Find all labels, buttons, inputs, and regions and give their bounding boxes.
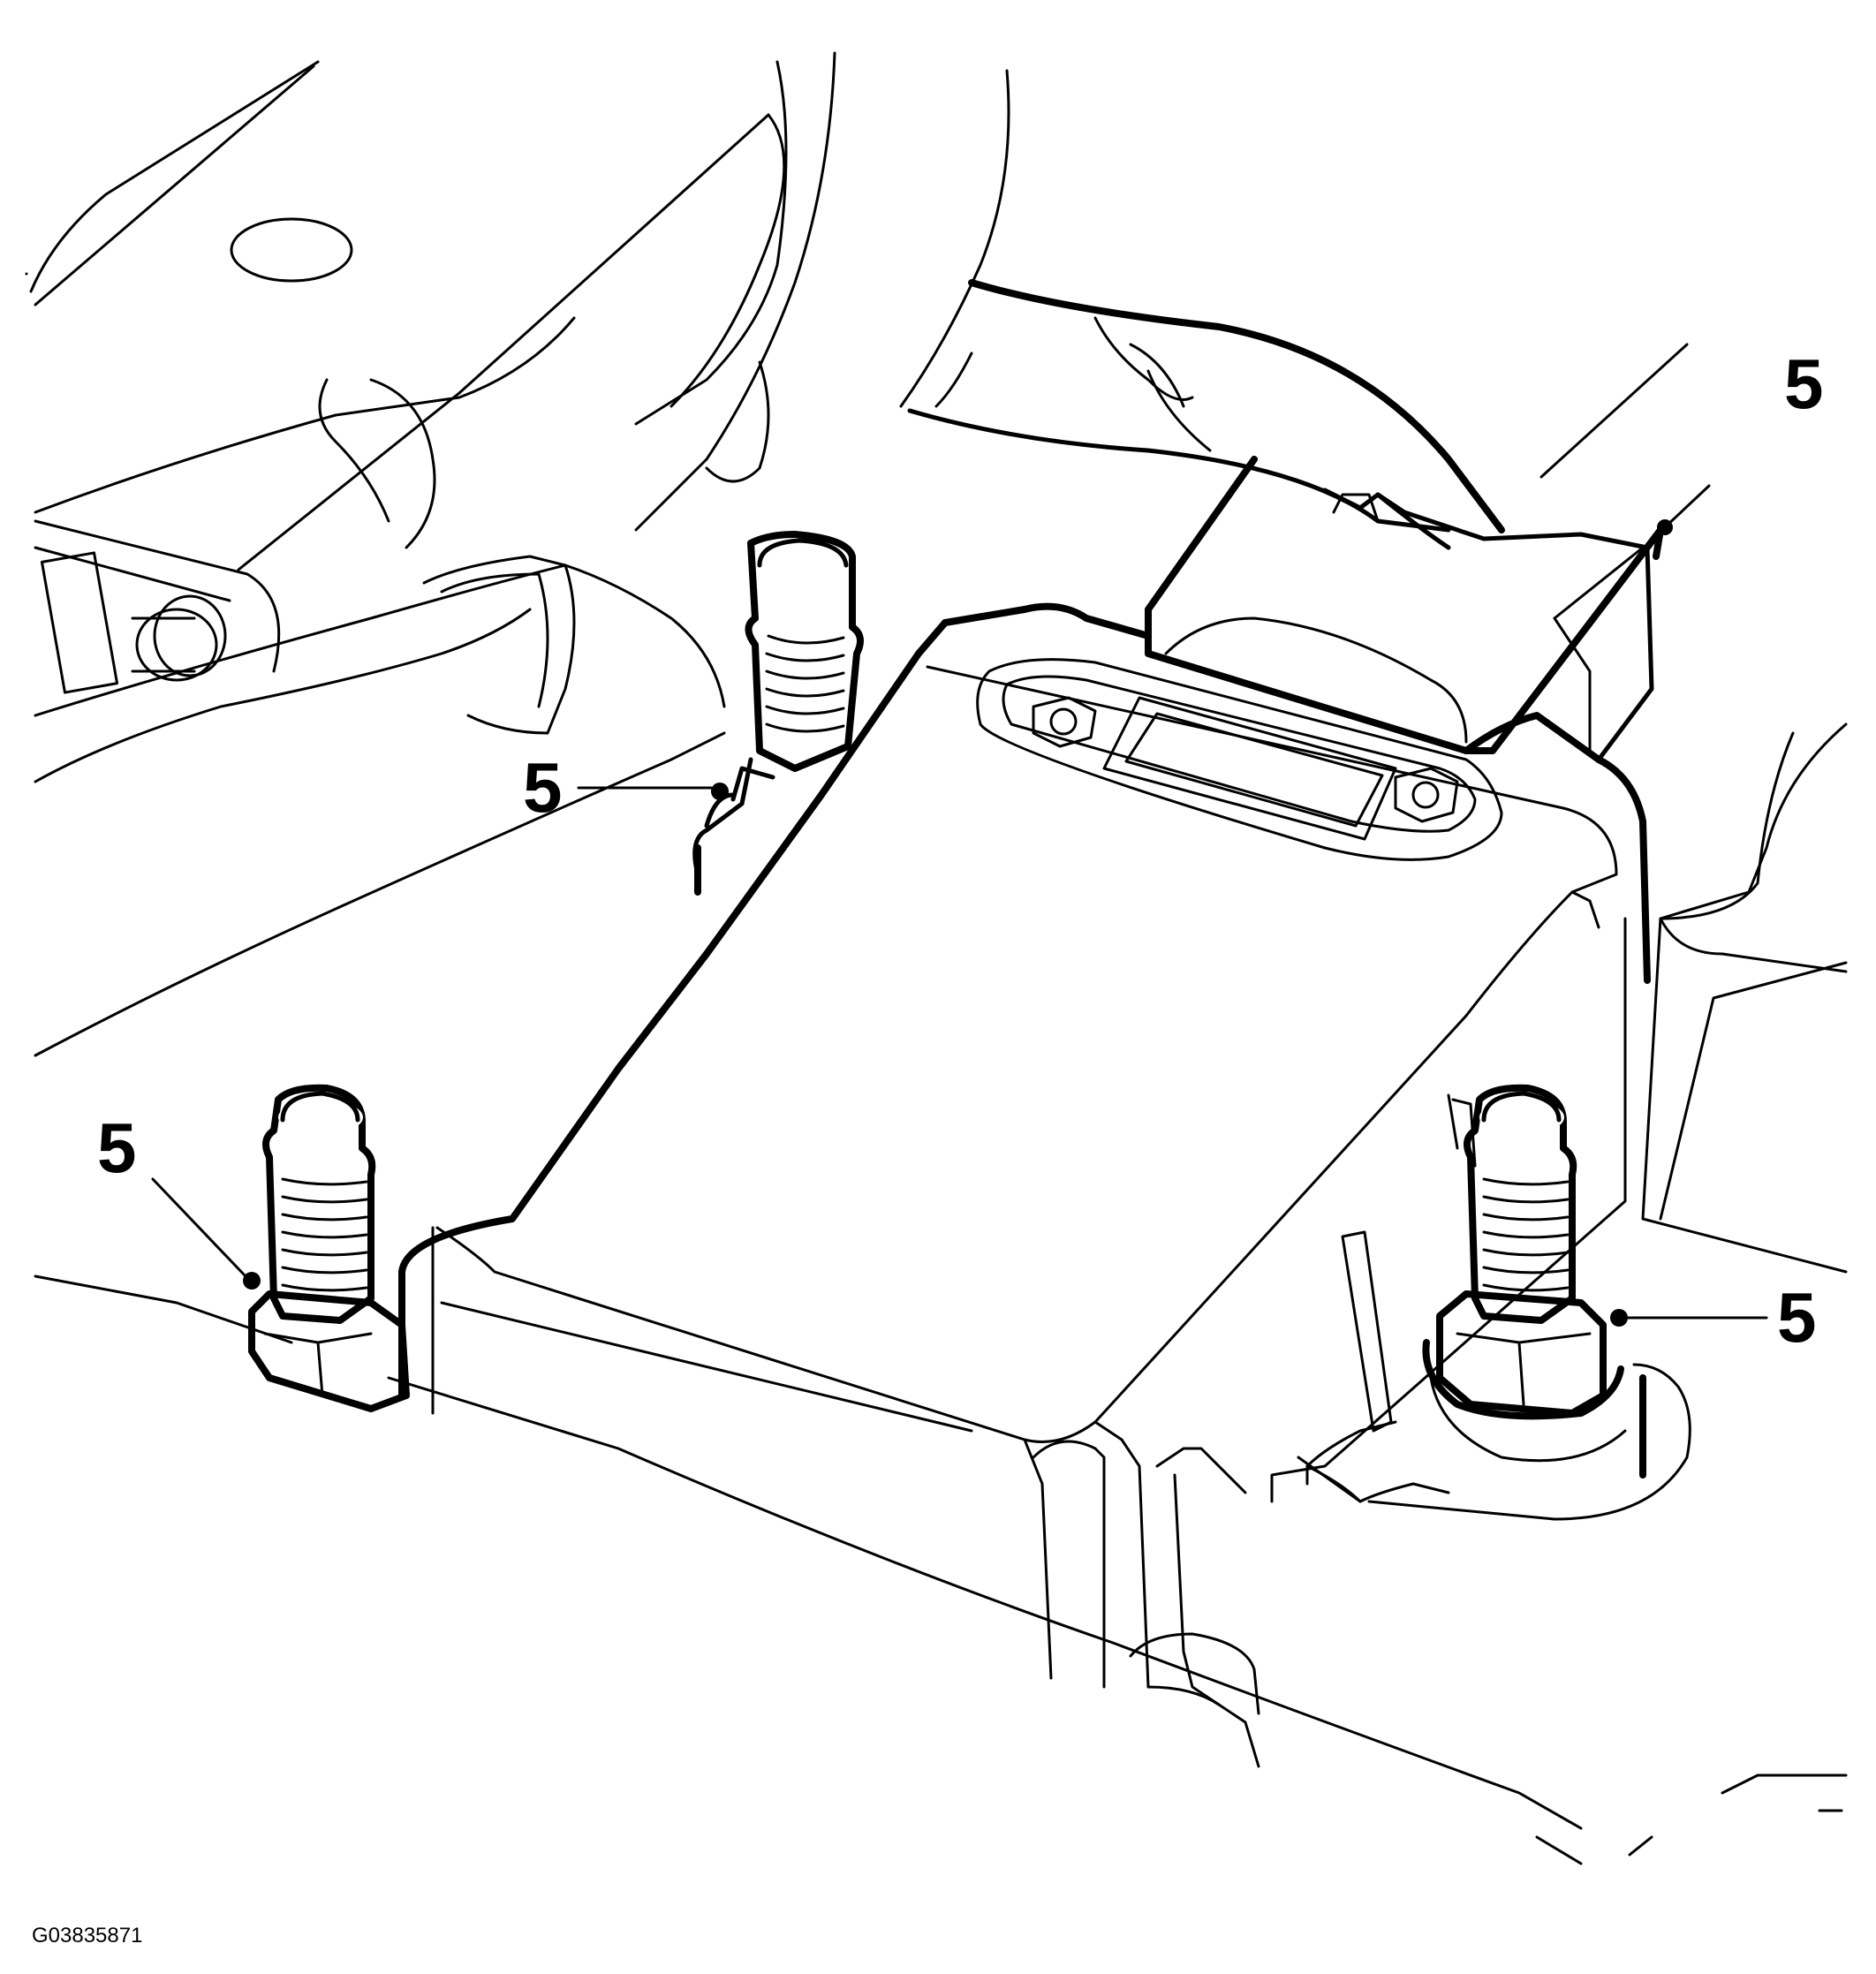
stud-upper-center bbox=[692, 531, 864, 896]
callout-dot bbox=[1610, 1309, 1628, 1327]
background-frame bbox=[25, 51, 1010, 571]
stud-lower-left bbox=[248, 1084, 410, 1412]
callout-label-connector: 5 bbox=[1784, 344, 1824, 423]
callout-dot bbox=[711, 783, 729, 800]
figure-id-label: G03835871 bbox=[32, 1924, 143, 1948]
callout-label-stud-upper: 5 bbox=[523, 748, 563, 827]
locator-tab bbox=[1341, 1230, 1393, 1433]
module-top-window bbox=[976, 658, 1503, 861]
hose bbox=[34, 519, 726, 1057]
callout-dot bbox=[243, 1272, 261, 1290]
screw-head bbox=[1032, 696, 1097, 748]
right-frame bbox=[1535, 722, 1848, 1865]
stud-lower-right bbox=[1422, 1084, 1646, 1479]
module-housing bbox=[398, 602, 1651, 1768]
callout-label-stud-lower-right: 5 bbox=[1777, 1278, 1817, 1357]
screw-head bbox=[1394, 767, 1459, 823]
callout-label-stud-lower-left: 5 bbox=[97, 1108, 137, 1187]
locator-tab-base bbox=[1305, 1420, 1397, 1468]
floor-pan bbox=[34, 1274, 1691, 1830]
mounting-hole bbox=[230, 217, 353, 283]
callout-leaders bbox=[151, 343, 1768, 1327]
wiring-harness bbox=[907, 279, 1505, 550]
